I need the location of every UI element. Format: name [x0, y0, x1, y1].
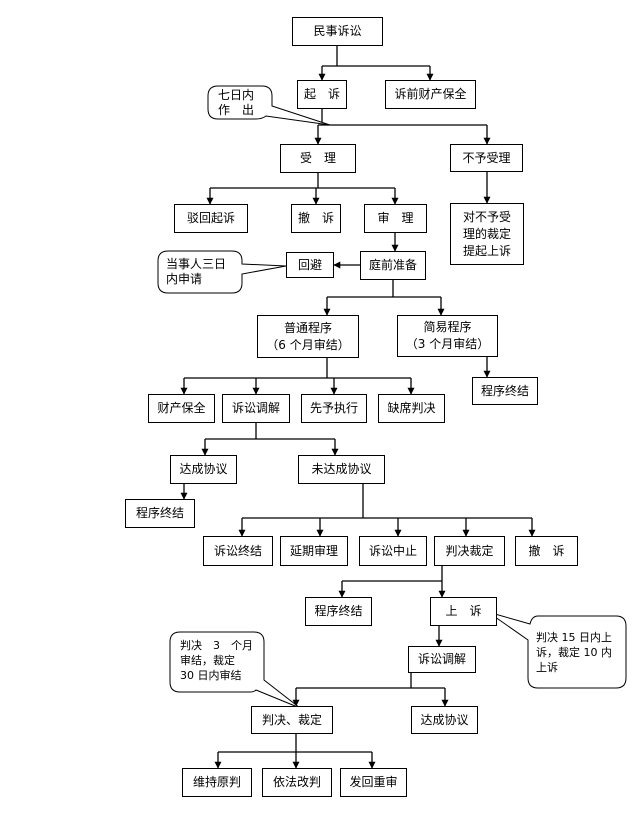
node-pretrial-prep: 庭前准备	[360, 251, 426, 280]
node-postponed-trial: 延期审理	[280, 536, 348, 566]
node-uphold-original: 维持原判	[182, 768, 252, 797]
node-not-accept: 不予受理	[450, 144, 523, 172]
node-no-agreement: 未达成协议	[298, 455, 385, 484]
node-trial: 审 理	[364, 204, 427, 233]
callout-appeal-days: 判决 15 日内上 诉，裁定 10 内 上诉	[536, 631, 612, 674]
node-recusal: 回避	[286, 252, 334, 278]
node-litigation-termination: 诉讼终结	[203, 536, 273, 566]
node-judgment-ruling-1: 判决裁定	[434, 536, 505, 566]
node-not-accept-ruling: 对不予受 理的裁定 提起上诉	[450, 203, 524, 265]
node-agreement-end: 程序终结	[125, 499, 195, 528]
node-advance-execution: 先予执行	[301, 394, 367, 423]
node-default-judgment: 缺席判决	[378, 394, 445, 423]
node-civil-litigation: 民事诉讼	[292, 17, 383, 46]
node-litigation-mediation-1: 诉讼调解	[222, 394, 290, 423]
node-appeal: 上 诉	[430, 597, 497, 626]
callout-three-days: 当事人三日 内申请	[166, 257, 227, 286]
node-judgment-ruling-2: 判决、裁定	[251, 706, 333, 734]
node-summary-procedure: 简易程序 （3 个月审结）	[397, 315, 498, 357]
node-agreement-reached-2: 达成协议	[411, 706, 478, 734]
callout-appeal-days-bubble	[487, 611, 627, 689]
node-file-suit: 起 诉	[297, 80, 347, 109]
node-property-preservation: 财产保全	[148, 394, 215, 423]
node-pre-suit-preservation: 诉前财产保全	[385, 80, 476, 109]
callout-seven-days-bubble	[207, 85, 331, 126]
node-agreement-reached-1: 达成协议	[170, 455, 237, 484]
node-remand-retrial: 发回重审	[340, 768, 407, 797]
node-withdraw-1: 撤 诉	[291, 204, 341, 233]
node-litigation-mediation-2: 诉讼调解	[408, 646, 476, 673]
node-judgment-end: 程序终结	[305, 597, 372, 626]
node-reject-suit: 驳回起诉	[174, 204, 248, 233]
node-litigation-suspension: 诉讼中止	[359, 536, 427, 566]
callout-appeal-term-bubble	[169, 631, 301, 709]
node-summary-end: 程序终结	[472, 377, 538, 405]
node-accept: 受 理	[280, 144, 356, 173]
node-withdraw-2: 撤 诉	[515, 536, 578, 566]
node-amend-judgment: 依法改判	[262, 768, 332, 797]
callout-three-days-bubble	[157, 250, 287, 294]
callout-appeal-term: 判决 3 个月 审结，裁定 30 日内审结	[180, 639, 253, 682]
node-ordinary-procedure: 普通程序 （6 个月审结）	[257, 315, 359, 358]
callout-seven-days: 七日内 作 出	[218, 88, 255, 117]
